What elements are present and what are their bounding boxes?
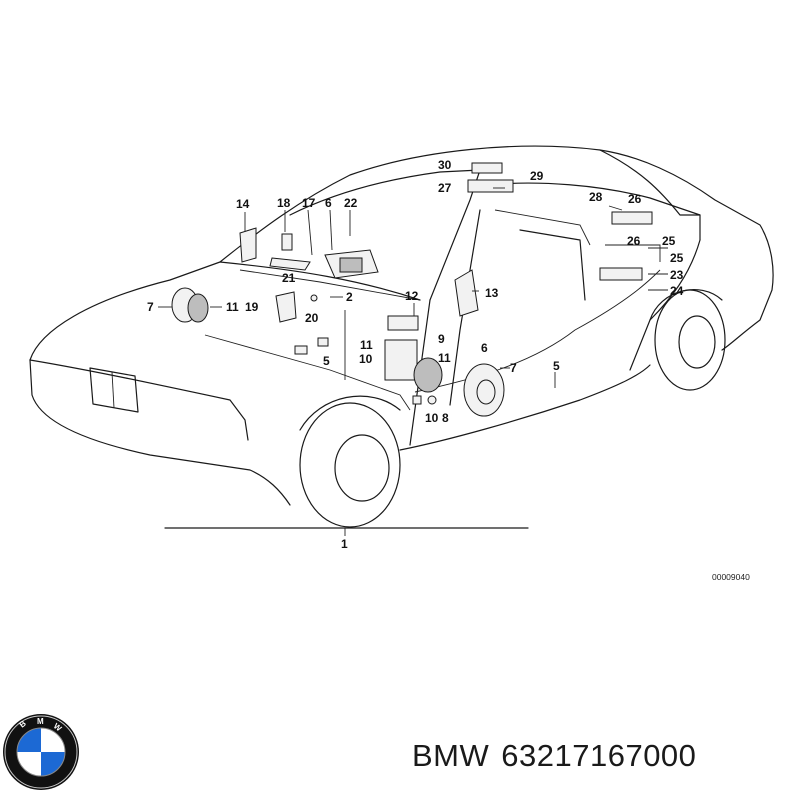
callout: 6: [481, 341, 488, 355]
callout: 20: [305, 311, 319, 325]
components: [171, 162, 661, 417]
callout: 13: [485, 286, 499, 300]
callout: 11: [438, 351, 451, 365]
callout: 18: [277, 196, 291, 210]
part-number: 63217167000: [501, 738, 697, 773]
bracket-part-21: [269, 257, 311, 271]
module-part-14: [387, 315, 419, 331]
cover-part-19: [275, 291, 297, 323]
callout: 12: [405, 289, 419, 303]
callout: 25: [662, 234, 676, 248]
callout: 29: [530, 169, 544, 183]
callout: 2: [346, 290, 353, 304]
leader-lines: [158, 187, 668, 536]
logo-blue-quadrant: [41, 752, 65, 776]
callout: 6: [325, 196, 332, 210]
callout: 8: [442, 411, 449, 425]
callout: 17: [302, 196, 316, 210]
amplifier-part-26: [611, 211, 653, 225]
callout: 1: [341, 537, 348, 551]
callout: 11: [360, 338, 373, 352]
logo-letter: W: [52, 721, 64, 733]
callout: 26: [628, 192, 642, 206]
amplifier-part-23: [599, 267, 643, 281]
part-caption: BMW 63217167000: [412, 738, 708, 774]
callout: 30: [438, 158, 452, 172]
callout: 27: [438, 181, 452, 195]
callout: 25: [670, 251, 684, 265]
speaker-part-11: [413, 357, 443, 393]
reference-code: 00009040: [712, 572, 750, 582]
grille-part-12: [384, 339, 418, 381]
callout: 10: [425, 411, 439, 425]
callout: 5: [323, 354, 330, 368]
callout: 19: [245, 300, 259, 314]
pad-part-26-top: [467, 179, 514, 193]
callout: 22: [344, 196, 358, 210]
callout: 7: [510, 361, 517, 375]
callout: 26: [627, 234, 641, 248]
logo-letter: M: [37, 717, 44, 726]
callout: 10: [359, 352, 373, 366]
bmw-logo-icon: B M W: [3, 714, 79, 790]
callout: 24: [670, 284, 684, 298]
callout: 5: [553, 359, 560, 373]
tweeter-part-16: [239, 227, 257, 263]
car-body-outline: [29, 145, 774, 528]
callout: 11: [226, 300, 239, 314]
callout-numbers: 7 11 14 18 17 6 22 21 19 20 2 5 12 13 11…: [147, 158, 684, 551]
brand-name: BMW: [412, 738, 490, 773]
logo-blue-quadrant: [17, 728, 41, 752]
connector-part-18: [281, 233, 293, 251]
callout: 14: [236, 197, 250, 211]
pad-part-30: [471, 162, 503, 174]
callout: 9: [438, 332, 445, 346]
callout: 23: [670, 268, 684, 282]
callout: 28: [589, 190, 603, 204]
callout: 21: [282, 271, 296, 285]
callout: 7: [147, 300, 154, 314]
logo-letter: B: [18, 719, 28, 730]
tweeter-part-15: [454, 269, 479, 317]
